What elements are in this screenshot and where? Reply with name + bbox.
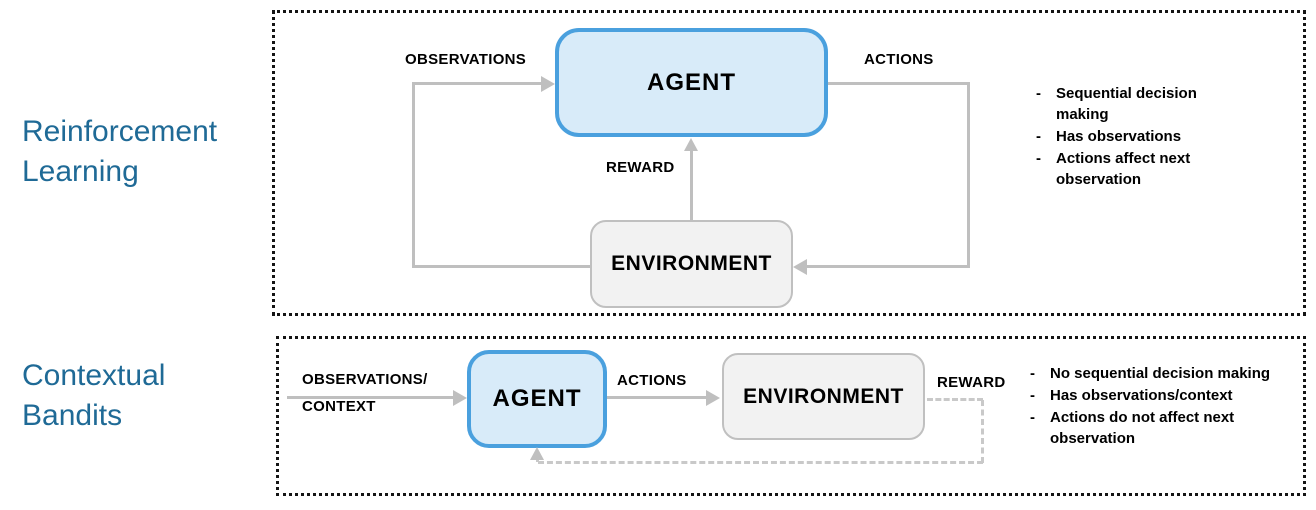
rl-observations-line (413, 82, 544, 85)
cb-observations-context-label: OBSERVATIONS/ CONTEXT (302, 371, 428, 415)
rl-observations-arrowhead-icon (541, 76, 555, 92)
rl-reward-line (690, 151, 693, 220)
cb-agent-node: AGENT (467, 350, 607, 448)
bullet-dash: - (1030, 387, 1035, 404)
cb-actions-label: ACTIONS (617, 372, 687, 389)
list-item: - No sequential decision making (1030, 363, 1290, 384)
cb-actions-arrowhead-icon (706, 390, 720, 406)
list-item: - Has observations/context (1030, 385, 1290, 406)
rl-actions-line (828, 82, 970, 85)
cb-reward-label: REWARD (937, 374, 1006, 391)
note-text: Sequential decision making (1056, 85, 1197, 123)
bullet-dash: - (1030, 409, 1035, 426)
rl-notes-list: - Sequential decision making - Has obser… (1036, 83, 1246, 191)
rl-environment-node: ENVIRONMENT (590, 220, 793, 308)
reinforcement-learning-title: Reinforcement Learning (22, 115, 218, 188)
note-text: No sequential decision making (1050, 365, 1271, 382)
rl-into-environment-arrowhead-icon (793, 259, 807, 275)
contextual-bandits-title: Contextual Bandits (22, 359, 166, 432)
rl-left-loop-vertical-line (412, 82, 415, 268)
rl-reward-arrowhead-icon (684, 138, 698, 151)
cb-reward-arrowhead-icon (530, 447, 544, 460)
rl-actions-label: ACTIONS (864, 51, 934, 68)
cb-actions-line (607, 396, 708, 399)
rl-agent-node: AGENT (555, 28, 828, 137)
bullet-dash: - (1030, 365, 1035, 382)
bullet-dash: - (1036, 85, 1041, 102)
bullet-dash: - (1036, 128, 1041, 145)
bullet-dash: - (1036, 150, 1041, 167)
cb-environment-node: ENVIRONMENT (722, 353, 925, 440)
list-item: - Actions do not affect next observation (1030, 407, 1290, 449)
rl-right-loop-vertical-line (967, 82, 970, 268)
list-item: - Sequential decision making (1036, 83, 1246, 125)
rl-observations-label: OBSERVATIONS (405, 51, 527, 68)
cb-reward-dashed-line-right (927, 398, 983, 401)
rl-reward-label: REWARD (606, 159, 675, 176)
rl-bottom-right-line (806, 265, 970, 268)
note-text: Actions do not affect next observation (1050, 409, 1235, 447)
cb-reward-dashed-line-bottom (538, 461, 983, 464)
list-item: - Has observations (1036, 126, 1246, 147)
note-text: Has observations/context (1050, 387, 1233, 404)
cb-observations-line (287, 396, 455, 399)
note-text: Actions affect next observation (1056, 150, 1191, 188)
cb-observations-arrowhead-icon (453, 390, 467, 406)
note-text: Has observations (1056, 128, 1182, 145)
cb-reward-dashed-line-vertical (981, 400, 984, 463)
list-item: - Actions affect next observation (1036, 148, 1246, 190)
cb-notes-list: - No sequential decision making - Has ob… (1030, 363, 1290, 450)
rl-bottom-left-line (413, 265, 590, 268)
